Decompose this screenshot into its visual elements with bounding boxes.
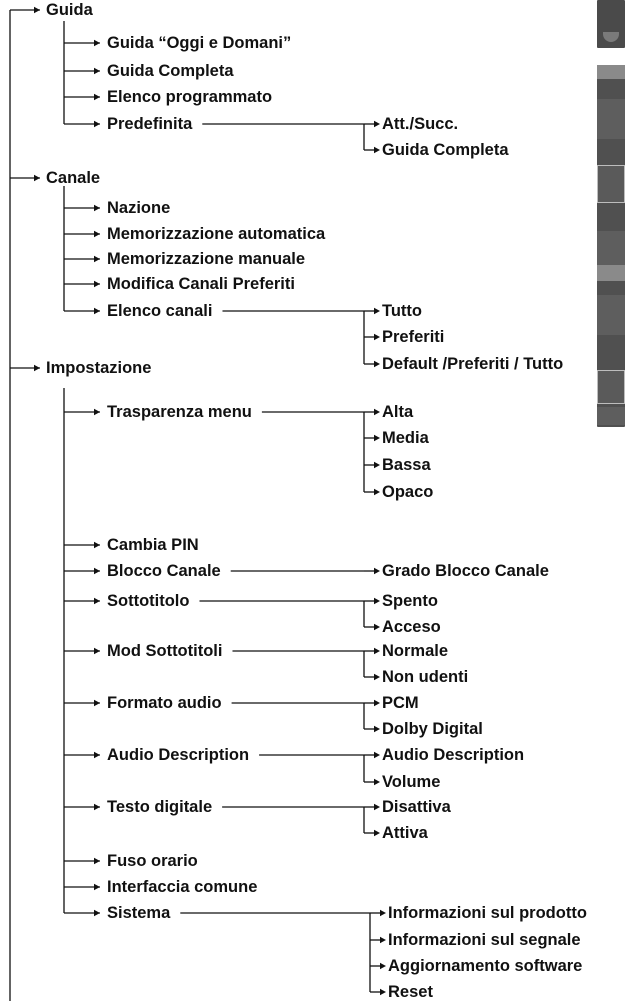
arrow-head (94, 204, 100, 212)
option-label: Alta (382, 403, 414, 421)
arrow-head (94, 567, 100, 575)
arrow-head (94, 230, 100, 238)
arrow-head (374, 778, 380, 786)
menu-screenshot-thumbnail (597, 265, 625, 427)
arrow-head (94, 751, 100, 759)
menu-screenshot-thumbnail (597, 65, 625, 275)
arrow-head (94, 307, 100, 315)
option-label: Default /Preferiti / Tutto (382, 355, 564, 373)
arrow-head (374, 567, 380, 575)
option-label: Disattiva (382, 798, 451, 816)
arrow-head (34, 174, 40, 182)
section-label: Canale (46, 169, 101, 187)
option-label: Opaco (382, 483, 434, 501)
option-label: Tutto (382, 302, 423, 320)
arrow-head (94, 909, 100, 917)
section-label: Guida (46, 1, 93, 19)
arrow-head (94, 699, 100, 707)
option-label: Informazioni sul segnale (388, 931, 581, 949)
menu-item-label: Memorizzazione automatica (107, 225, 326, 243)
menu-item-label: Guida Completa (107, 62, 234, 80)
menu-item-label: Sottotitolo (107, 592, 190, 610)
arrow-head (374, 623, 380, 631)
arrow-head (380, 962, 386, 970)
arrow-head (94, 93, 100, 101)
menu-item-label: Elenco canali (107, 302, 213, 320)
arrow-head (374, 461, 380, 469)
arrow-head (374, 408, 380, 416)
menu-item-label: Interfaccia comune (107, 878, 258, 896)
menu-item-label: Trasparenza menu (107, 403, 252, 421)
arrow-head (94, 857, 100, 865)
arrow-head (380, 909, 386, 917)
option-label: Attiva (382, 824, 428, 842)
arrow-head (374, 597, 380, 605)
arrow-head (380, 988, 386, 996)
arrow-head (94, 597, 100, 605)
arrow-head (374, 751, 380, 759)
arrow-head (34, 6, 40, 14)
menu-item-label: Formato audio (107, 694, 222, 712)
arrow-head (374, 699, 380, 707)
option-label: PCM (382, 694, 419, 712)
menu-screenshot-thumbnail (597, 0, 625, 48)
arrow-head (94, 883, 100, 891)
option-label: Audio Description (382, 746, 525, 764)
option-label: Att./Succ. (382, 115, 459, 133)
arrow-head (380, 936, 386, 944)
arrow-head (374, 120, 380, 128)
arrow-head (374, 829, 380, 837)
arrow-head (374, 360, 380, 368)
option-label: Preferiti (382, 328, 445, 346)
menu-item-label: Cambia PIN (107, 536, 199, 554)
arrow-head (94, 67, 100, 75)
arrow-head (94, 408, 100, 416)
option-label: Aggiornamento software (388, 957, 583, 975)
option-label: Reset (388, 983, 433, 1001)
arrow-head (374, 647, 380, 655)
arrow-head (94, 541, 100, 549)
arrow-head (94, 39, 100, 47)
arrow-head (34, 364, 40, 372)
arrow-head (374, 307, 380, 315)
arrow-head (374, 803, 380, 811)
option-label: Informazioni sul prodotto (388, 904, 587, 922)
menu-item-label: Blocco Canale (107, 562, 221, 580)
menu-item-label: Mod Sottotitoli (107, 642, 223, 660)
option-label: Media (382, 429, 429, 447)
arrow-head (374, 488, 380, 496)
arrow-head (94, 255, 100, 263)
menu-item-label: Modifica Canali Preferiti (107, 275, 295, 293)
section-label: Impostazione (46, 359, 152, 377)
menu-item-label: Nazione (107, 199, 171, 217)
menu-item-label: Guida “Oggi e Domani” (107, 34, 292, 52)
menu-item-label: Elenco programmato (107, 88, 273, 106)
option-label: Spento (382, 592, 438, 610)
option-label: Non udenti (382, 668, 469, 686)
option-label: Dolby Digital (382, 720, 483, 738)
arrow-head (94, 803, 100, 811)
option-label: Guida Completa (382, 141, 509, 159)
menu-item-label: Memorizzazione manuale (107, 250, 306, 268)
option-label: Volume (382, 773, 441, 791)
arrow-head (374, 434, 380, 442)
menu-item-label: Fuso orario (107, 852, 198, 870)
arrow-head (374, 146, 380, 154)
menu-item-label: Predefinita (107, 115, 193, 133)
arrow-head (374, 333, 380, 341)
arrow-head (94, 120, 100, 128)
arrow-head (374, 725, 380, 733)
menu-item-label: Testo digitale (107, 798, 213, 816)
option-label: Normale (382, 642, 449, 660)
arrow-head (374, 673, 380, 681)
option-label: Acceso (382, 618, 441, 636)
option-label: Grado Blocco Canale (382, 562, 549, 580)
option-label: Bassa (382, 456, 431, 474)
arrow-head (94, 647, 100, 655)
menu-item-label: Sistema (107, 904, 171, 922)
menu-item-label: Audio Description (107, 746, 250, 764)
arrow-head (94, 280, 100, 288)
